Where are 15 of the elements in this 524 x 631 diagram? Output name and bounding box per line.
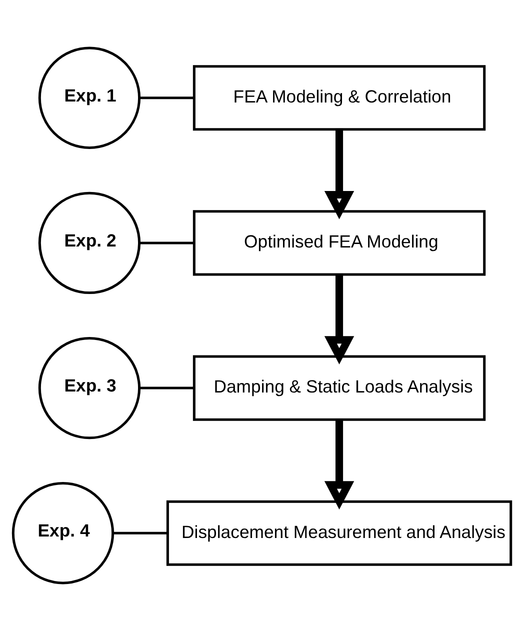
node-circle: Exp. 3 — [38, 336, 141, 440]
connector — [140, 242, 194, 244]
node-box: Optimised FEA Modeling — [192, 210, 486, 276]
node-circle: Exp. 4 — [12, 482, 114, 584]
arrow — [324, 130, 354, 220]
connector — [140, 96, 194, 100]
connector — [140, 386, 194, 390]
node-box: FEA Modeling & Correlation — [192, 65, 486, 131]
node-circle: Exp. 2 — [38, 192, 141, 294]
node-box: Displacement Measurement and Analysis — [166, 500, 512, 566]
arrow — [324, 420, 354, 510]
node-circle: Exp. 1 — [38, 46, 141, 149]
connector — [113, 532, 168, 534]
arrow — [324, 274, 354, 364]
node-box: Damping & Static Loads Analysis — [192, 355, 486, 421]
